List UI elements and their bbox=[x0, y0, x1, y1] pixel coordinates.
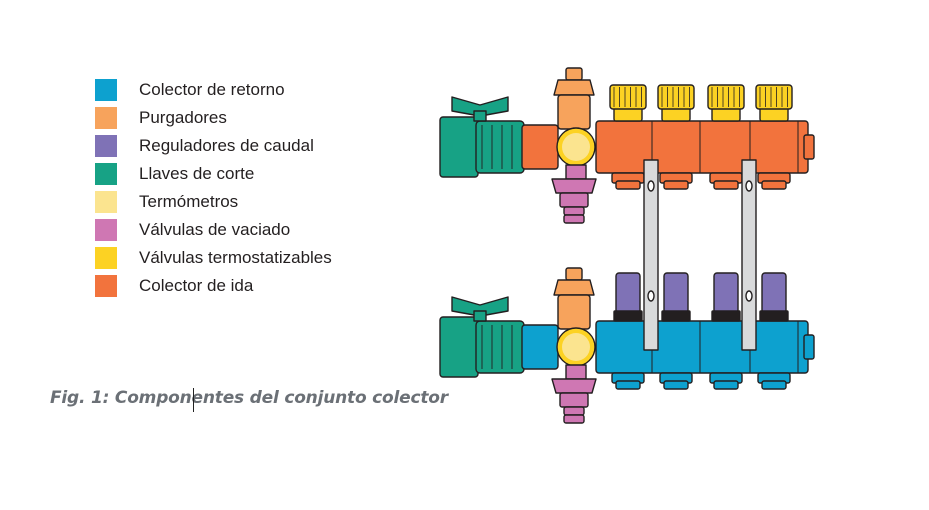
shutoff-valve-body bbox=[439, 316, 479, 378]
legend-swatch bbox=[95, 163, 117, 185]
shutoff-valve-stem bbox=[473, 310, 487, 322]
bracket-slot bbox=[647, 180, 655, 192]
flow-regulator-body bbox=[713, 272, 739, 314]
flow-regulator-ring bbox=[661, 310, 691, 322]
outlet-stub bbox=[761, 380, 787, 390]
legend-swatch bbox=[95, 135, 117, 157]
shutoff-valve-stem bbox=[473, 110, 487, 122]
drain-valve-neck bbox=[565, 164, 587, 180]
manifold-end-cap bbox=[803, 134, 815, 160]
thermostatic-valve-head bbox=[609, 84, 647, 110]
legend-label: Termómetros bbox=[139, 192, 239, 211]
drain-valve-hose-ring bbox=[563, 214, 585, 224]
drain-valve-hose-ring bbox=[563, 206, 585, 216]
outlet-stub bbox=[713, 180, 739, 190]
legend-label: Colector de ida bbox=[139, 276, 254, 295]
outlet-stub bbox=[713, 380, 739, 390]
thermostatic-valve-head bbox=[755, 84, 793, 110]
mounting-bracket bbox=[741, 159, 757, 351]
legend-item-reguladores-caudal: Reguladores de caudal bbox=[95, 134, 395, 158]
legend: Colector de retorno Purgadores Regulador… bbox=[95, 78, 395, 298]
return-manifold-bar bbox=[595, 320, 809, 374]
bracket-slot bbox=[745, 290, 753, 302]
outlet-stub bbox=[663, 180, 689, 190]
flow-regulator-body bbox=[615, 272, 641, 314]
thermometer-face bbox=[562, 133, 590, 161]
legend-label: Llaves de corte bbox=[139, 164, 255, 183]
shutoff-valve-body bbox=[439, 116, 479, 178]
legend-swatch bbox=[95, 247, 117, 269]
legend-item-purgadores: Purgadores bbox=[95, 106, 395, 130]
supply-manifold-assembly bbox=[439, 67, 815, 224]
manifold-diagram bbox=[439, 67, 815, 424]
thermostatic-valve-head bbox=[707, 84, 745, 110]
thermometer-face bbox=[562, 333, 590, 361]
drain-valve-hose-ring bbox=[563, 414, 585, 424]
flow-regulator-ring bbox=[613, 310, 643, 322]
bracket-slot bbox=[745, 180, 753, 192]
legend-item-termometros: Termómetros bbox=[95, 190, 395, 214]
drain-valve-neck bbox=[565, 364, 587, 380]
outlet-stub bbox=[615, 180, 641, 190]
manifold-inlet-collar bbox=[521, 124, 559, 170]
vent-nut bbox=[553, 79, 595, 96]
vent-nut bbox=[553, 279, 595, 296]
legend-label: Reguladores de caudal bbox=[139, 136, 314, 155]
manifold-inlet-collar bbox=[521, 324, 559, 370]
figure-caption: Fig. 1: Componentes del conjunto colecto… bbox=[50, 388, 448, 408]
drain-valve-nut bbox=[551, 178, 597, 194]
shutoff-valve-nut bbox=[475, 320, 525, 374]
legend-label: Colector de retorno bbox=[139, 80, 285, 99]
outlet-stub bbox=[615, 380, 641, 390]
legend-label: Válvulas termostatizables bbox=[139, 248, 332, 267]
return-manifold-assembly bbox=[439, 267, 815, 424]
flow-regulator-ring bbox=[711, 310, 741, 322]
flow-regulator-body bbox=[663, 272, 689, 314]
flow-regulator-body bbox=[761, 272, 787, 314]
legend-item-llaves-corte: Llaves de corte bbox=[95, 162, 395, 186]
legend-swatch bbox=[95, 275, 117, 297]
drain-valve-body bbox=[559, 192, 589, 208]
shutoff-valve-nut bbox=[475, 120, 525, 174]
outlet-stub bbox=[761, 180, 787, 190]
legend-swatch bbox=[95, 107, 117, 129]
legend-swatch bbox=[95, 219, 117, 241]
legend-label: Purgadores bbox=[139, 108, 227, 127]
drain-valve-body bbox=[559, 392, 589, 408]
vent-body bbox=[557, 94, 591, 130]
legend-swatch bbox=[95, 79, 117, 101]
legend-swatch bbox=[95, 191, 117, 213]
vent-cap bbox=[565, 67, 583, 81]
drain-valve-nut bbox=[551, 378, 597, 394]
outlet-stub bbox=[663, 380, 689, 390]
legend-item-colector-ida: Colector de ida bbox=[95, 274, 395, 298]
bracket-slot bbox=[647, 290, 655, 302]
legend-item-valvulas-vaciado: Válvulas de vaciado bbox=[95, 218, 395, 242]
shutoff-valve-handle bbox=[451, 96, 509, 116]
vent-body bbox=[557, 294, 591, 330]
legend-item-colector-retorno: Colector de retorno bbox=[95, 78, 395, 102]
vent-cap bbox=[565, 267, 583, 281]
manifold-end-cap bbox=[803, 334, 815, 360]
legend-label: Válvulas de vaciado bbox=[139, 220, 291, 239]
legend-item-valvulas-termostatizables: Válvulas termostatizables bbox=[95, 246, 395, 270]
drain-valve-hose-ring bbox=[563, 406, 585, 416]
text-cursor bbox=[193, 388, 194, 412]
mounting-bracket bbox=[643, 159, 659, 351]
flow-regulator-ring bbox=[759, 310, 789, 322]
thermostatic-valve-head bbox=[657, 84, 695, 110]
supply-manifold-bar bbox=[595, 120, 809, 174]
shutoff-valve-handle bbox=[451, 296, 509, 316]
